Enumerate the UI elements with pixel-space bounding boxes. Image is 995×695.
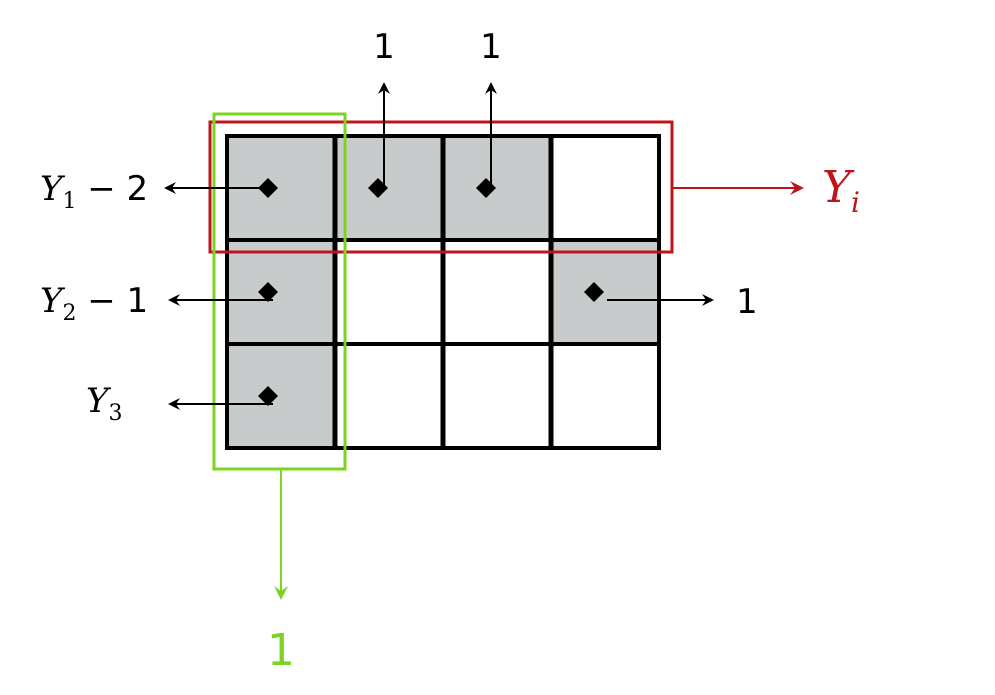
cell-markers xyxy=(258,178,604,406)
row-label-3: Y3 xyxy=(86,381,122,426)
row-label-3-sub: 3 xyxy=(108,401,122,426)
column-highlight-box xyxy=(212,112,347,471)
grid-cell-r1-c3 xyxy=(443,136,551,240)
bottom-label: 1 xyxy=(267,625,295,676)
arrows xyxy=(164,82,804,600)
cell-marker-r1-c3 xyxy=(476,178,496,198)
cell-marker-r1-c1 xyxy=(258,178,278,198)
row-label-1-base: Y xyxy=(40,169,66,209)
right-label: 1 xyxy=(736,282,758,322)
grid-lines xyxy=(225,134,661,450)
highlight-row-label-base: Y xyxy=(822,162,855,213)
grid-cell-r1-c4 xyxy=(551,136,659,240)
row-label-2: Y2 − 1 xyxy=(40,281,148,326)
cell-marker-r2-c4 xyxy=(584,282,604,302)
row-label-1: Y1 − 2 xyxy=(40,169,148,214)
grid-cell-r2-c4 xyxy=(551,240,659,344)
grid-cell-r2-c2 xyxy=(335,240,443,344)
highlight-row-label-sub: i xyxy=(851,186,860,219)
grid-cell-r3-c1 xyxy=(227,344,335,448)
row-label-2-suffix: − 1 xyxy=(76,281,148,321)
row-label-1-suffix: − 2 xyxy=(76,169,148,209)
top-label-col2: 1 xyxy=(373,27,395,67)
row-label-3-base: Y xyxy=(86,381,112,421)
grid-cell-r3-c3 xyxy=(443,344,551,448)
row-label-2-sub: 2 xyxy=(62,301,76,326)
grid-cell-r1-c2 xyxy=(335,136,443,240)
cell-marker-r2-c1 xyxy=(258,282,278,302)
grid-cells xyxy=(227,136,659,448)
cell-marker-r1-c2 xyxy=(368,178,388,198)
top-label-col3: 1 xyxy=(480,27,502,67)
row-label-2-base: Y xyxy=(40,281,66,321)
highlight-row-label: Yi xyxy=(822,162,860,219)
row-label-1-sub: 1 xyxy=(62,189,76,214)
grid-cell-r3-c4 xyxy=(551,344,659,448)
grid-cell-r2-c3 xyxy=(443,240,551,344)
grid-cell-r2-c1 xyxy=(227,240,335,344)
cell-marker-r3-c1 xyxy=(258,386,278,406)
grid-cell-r3-c2 xyxy=(335,344,443,448)
